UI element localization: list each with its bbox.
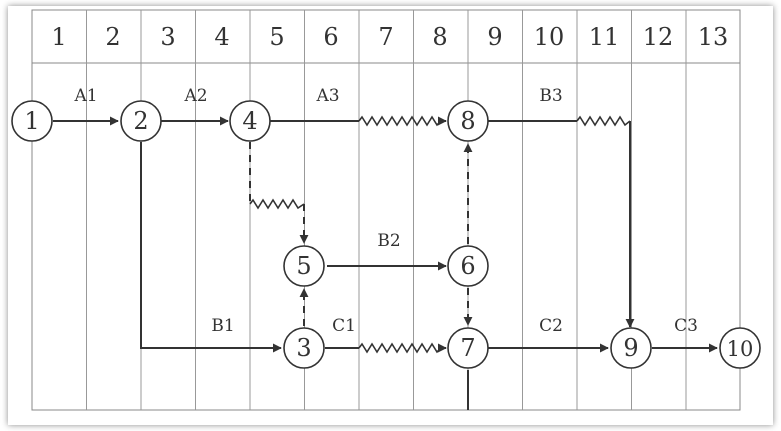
node-5: 5 (283, 245, 325, 287)
node-7: 7 (447, 327, 489, 369)
float-b3 (576, 115, 631, 127)
timeline-13: 13 (698, 23, 729, 51)
label-a3: A3 (315, 86, 339, 106)
node-8-label: 8 (460, 107, 475, 135)
grid-border (31, 9, 741, 411)
label-a1: A1 (73, 86, 97, 106)
node-2-label: 2 (133, 107, 148, 135)
activity-labels: A1 A2 A3 B3 B2 B1 C1 C2 C3 (73, 86, 697, 336)
timeline-12: 12 (643, 23, 674, 51)
label-b3: B3 (539, 86, 562, 106)
timeline-header: 1 2 3 4 5 6 7 8 9 10 11 12 13 (51, 23, 728, 51)
arrow-b1 (140, 142, 282, 353)
timeline-11: 11 (589, 23, 620, 51)
timeline-1: 1 (51, 23, 66, 51)
node-10-label: 10 (727, 337, 754, 361)
node-2: 2 (120, 100, 162, 142)
node-3-label: 3 (296, 334, 311, 362)
label-b1: B1 (211, 316, 234, 336)
node-7-label: 7 (460, 334, 475, 362)
label-b2: B2 (377, 231, 400, 251)
dummy-4-5-float (249, 198, 305, 210)
node-5-label: 5 (296, 252, 311, 280)
node-3: 3 (283, 327, 325, 369)
timeline-10: 10 (534, 23, 565, 51)
timeline-6: 6 (323, 23, 338, 51)
node-1-label: 1 (24, 107, 39, 135)
node-6: 6 (447, 245, 489, 287)
label-c2: C2 (539, 316, 563, 336)
label-c1: C1 (332, 316, 356, 336)
float-a3 (358, 115, 442, 127)
label-a2: A2 (183, 86, 207, 106)
float-c1 (358, 342, 442, 354)
timeline-3: 3 (160, 23, 175, 51)
node-9: 9 (610, 327, 652, 369)
timeline-8: 8 (432, 23, 447, 51)
timeline-9: 9 (487, 23, 502, 51)
node-8: 8 (447, 100, 489, 142)
node-1: 1 (11, 100, 53, 142)
label-c3: C3 (674, 316, 698, 336)
node-4-label: 4 (242, 107, 257, 135)
node-4: 4 (229, 100, 271, 142)
node-6-label: 6 (460, 252, 475, 280)
timeline-7: 7 (378, 23, 393, 51)
node-10: 10 (719, 327, 761, 369)
timeline-5: 5 (269, 23, 284, 51)
timeline-2: 2 (105, 23, 120, 51)
node-9-label: 9 (623, 334, 638, 362)
timeline-4: 4 (214, 23, 229, 51)
